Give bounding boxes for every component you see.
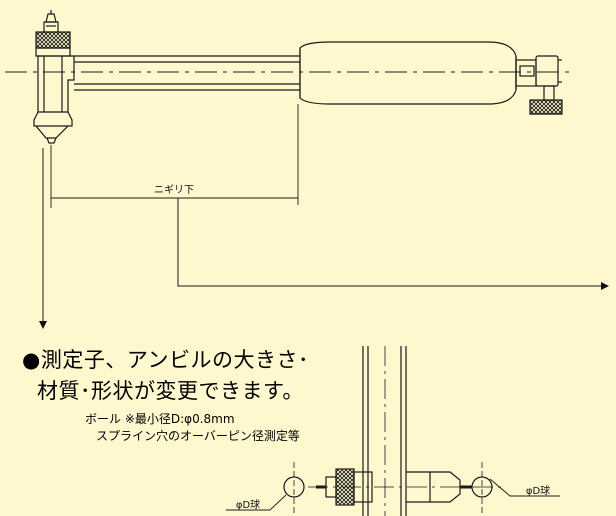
top-probe (43, 10, 59, 33)
ball-right-leader (489, 478, 560, 497)
ball-label-left: φD球 (236, 498, 260, 511)
ball-label-right: φD球 (526, 484, 550, 497)
callout-arrow-right (177, 198, 609, 290)
headline-line-2: 材質･形状が変更できます。 (37, 379, 304, 403)
note-line-1: ボール ※最小径D:φ0.8mm (85, 412, 235, 426)
rear-knurl-nut (529, 99, 563, 115)
note-line-2: スプライン穴のオーバーピン径測定等 (96, 429, 300, 443)
gauge-head (33, 55, 75, 144)
grip-dimension (50, 104, 299, 208)
bore-gauge (5, 10, 609, 329)
gauge-grip (299, 41, 517, 105)
headline-line-1: ●測定子、アンビルの大きさ･ (22, 348, 309, 372)
ball-left-leader (226, 494, 287, 511)
detail-view (226, 346, 560, 516)
detail-knurl-nut (335, 468, 355, 506)
top-knurl-nut (35, 31, 71, 49)
gauge-shaft (74, 55, 300, 91)
gauge-rear-end (515, 55, 563, 115)
dimension-label: ニギリ下 (154, 184, 194, 196)
